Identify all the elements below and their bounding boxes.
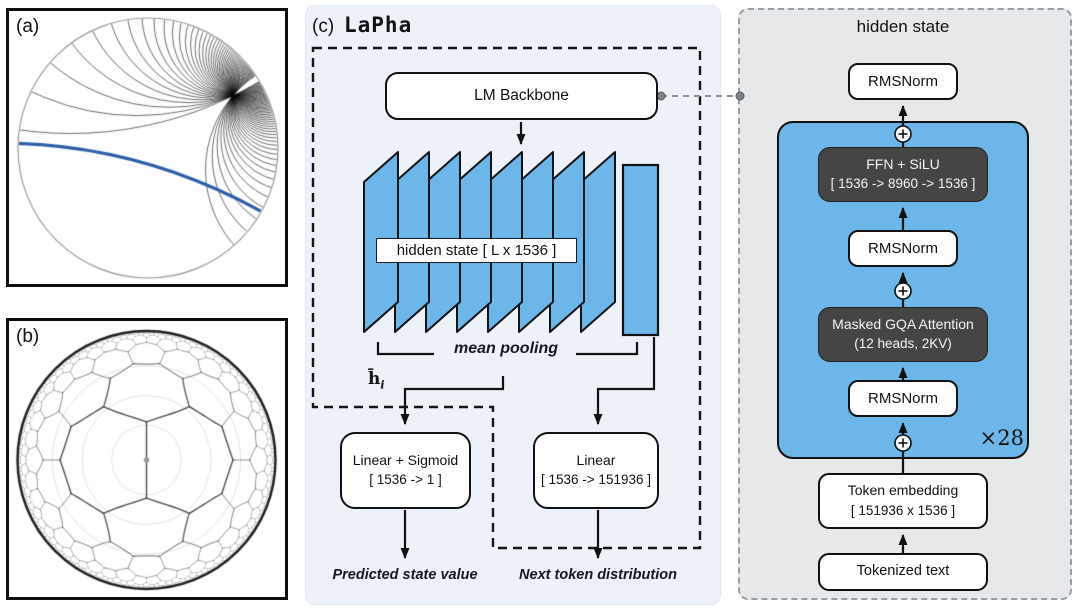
ffn-box: FFN + SiLU [ 1536 -> 8960 -> 1536 ] [818, 147, 988, 202]
value-output-label: Predicted state value [332, 567, 478, 583]
attention-box: Masked GQA Attention (12 heads, 2KV) [818, 307, 988, 362]
token-embedding-name: Token embedding [847, 482, 959, 499]
geodesics-disk-canvas [6, 8, 288, 287]
token-embedding-dims: [ 151936 x 1536 ] [850, 502, 956, 518]
lm-head-box: Linear [ 1536 -> 151936 ] [533, 432, 659, 509]
token-output-label: Next token distribution [519, 567, 677, 583]
tiling-disk-canvas [6, 318, 288, 600]
lm-backbone-box: LM Backbone [385, 72, 658, 120]
value-head-dims: [ 1536 -> 1 ] [369, 472, 442, 488]
value-head-name: Linear + Sigmoid [352, 451, 459, 468]
tokenized-text-box: Tokenized text [818, 553, 988, 591]
lm-backbone-label: LM Backbone [474, 87, 569, 105]
rmsnorm-bottom-box: RMSNorm [848, 380, 958, 417]
value-head-box: Linear + Sigmoid [ 1536 -> 1 ] [340, 432, 471, 509]
pooled-vector-subscript: i [380, 378, 385, 392]
attention-name: Masked GQA Attention [832, 315, 974, 332]
panel-c-title: LaPha [344, 13, 413, 37]
rmsnorm-top-label: RMSNorm [868, 73, 938, 90]
detail-title: hidden state [856, 17, 950, 36]
panel-c-label: (c) [312, 16, 335, 37]
rmsnorm-bottom-label: RMSNorm [868, 390, 938, 407]
panel-a-label: (a) [16, 16, 40, 37]
panel-a-frame [6, 8, 288, 287]
mean-pooling-label: mean pooling [454, 340, 558, 357]
panel-b-label: (b) [16, 326, 40, 347]
tokenized-text-label: Tokenized text [856, 563, 950, 580]
ffn-dims: [ 1536 -> 8960 -> 1536 ] [830, 176, 976, 192]
token-embedding-box: Token embedding [ 151936 x 1536 ] [818, 473, 988, 529]
repeat-count-label: ×28 [979, 426, 1024, 450]
lm-head-dims: [ 1536 -> 151936 ] [541, 472, 651, 488]
hidden-state-dims-label: hidden state [ L x 1536 ] [376, 238, 577, 263]
pooled-vector-symbol: h̄i [368, 369, 385, 391]
lm-head-name: Linear [576, 451, 616, 468]
rmsnorm-mid-box: RMSNorm [848, 230, 958, 267]
ffn-name: FFN + SiLU [866, 155, 940, 172]
panel-b-frame [6, 318, 288, 600]
attention-dims: (12 heads, 2KV) [854, 336, 952, 352]
pooled-vector-h: h̄ [368, 369, 381, 389]
rmsnorm-top-box: RMSNorm [848, 63, 958, 100]
rmsnorm-mid-label: RMSNorm [868, 240, 938, 257]
